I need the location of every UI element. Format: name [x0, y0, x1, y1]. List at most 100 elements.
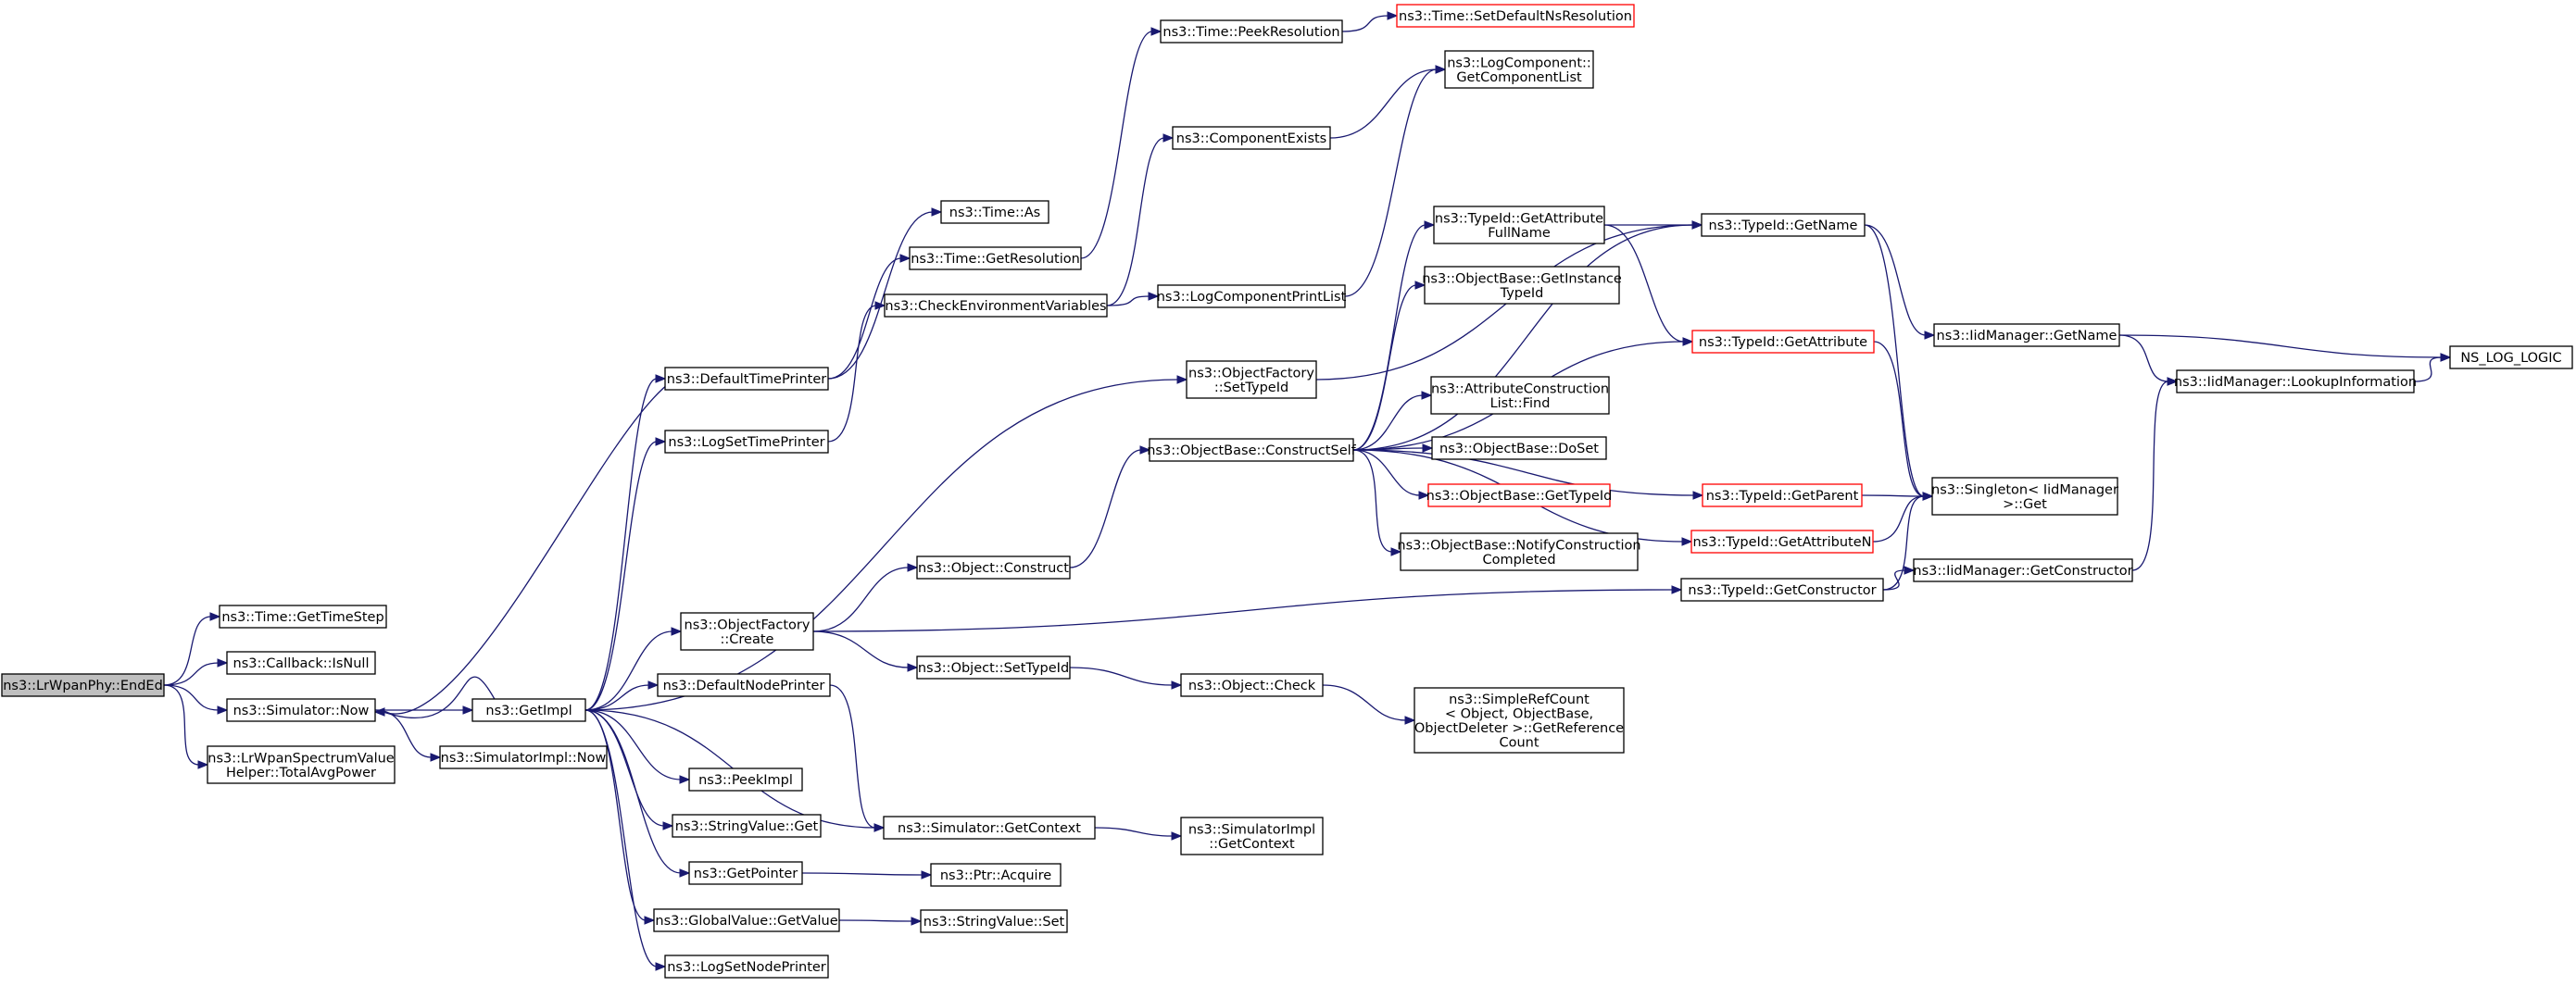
node-singletonGet[interactable]: ns3::Singleton< IidManager>::Get: [1931, 477, 2118, 516]
node-box: [1933, 323, 2120, 347]
call-edge: [1352, 449, 1421, 496]
node-label: < Object, ObjectBase,: [1445, 706, 1593, 721]
node-label: ns3::SimulatorImpl::Now: [441, 751, 607, 766]
node-defaultTimePrinter[interactable]: ns3::DefaultTimePrinter: [664, 367, 829, 391]
call-edge: [2131, 381, 2169, 571]
node-iidManagerGetConstructor[interactable]: ns3::IidManager::GetConstructor: [1913, 558, 2133, 582]
node-simImplNow[interactable]: ns3::SimulatorImpl::Now: [439, 745, 608, 769]
arrow-head-icon: [921, 870, 933, 880]
node-stringValueGet[interactable]: ns3::StringValue::Get: [672, 814, 822, 838]
call-edge: [1329, 69, 1438, 139]
node-constructSelf[interactable]: ns3::ObjectBase::ConstructSelf: [1147, 438, 1357, 462]
node-objectSetTypeId[interactable]: ns3::Object::SetTypeId: [916, 655, 1071, 680]
node-label: Completed: [1482, 553, 1555, 568]
node-getPointer[interactable]: ns3::GetPointer: [688, 861, 803, 885]
node-peekImpl[interactable]: ns3::PeekImpl: [688, 768, 803, 792]
node-box: [1424, 266, 1620, 305]
node-label: ns3::ObjectFactory: [685, 618, 810, 632]
node-label: ns3::LogSetTimePrinter: [668, 435, 824, 450]
node-typeIdGetParent[interactable]: ns3::TypeId::GetParent: [1702, 483, 1863, 507]
arrow-head-icon: [1421, 391, 1433, 400]
arrow-head-icon: [1390, 547, 1402, 556]
call-edge: [827, 305, 877, 443]
call-edge: [1352, 224, 1426, 451]
arrow-head-icon: [217, 658, 229, 668]
call-edge: [584, 709, 682, 874]
call-edge: [1352, 224, 1694, 451]
call-edge: [838, 919, 913, 922]
node-objBaseNotifyConstructionCompleted[interactable]: ns3::ObjectBase::NotifyConstructionCompl…: [1397, 532, 1641, 571]
node-box: [653, 908, 840, 932]
call-edge: [1864, 224, 1925, 497]
call-edge: [383, 371, 715, 715]
node-globalValueGetValue[interactable]: ns3::GlobalValue::GetValue: [653, 908, 840, 932]
arrow-head-icon: [662, 821, 674, 830]
node-timeGetResolution[interactable]: ns3::Time::GetResolution: [909, 246, 1082, 270]
node-logSetNodePrinter[interactable]: ns3::LogSetNodePrinter: [664, 955, 829, 979]
node-objFactoryCreate[interactable]: ns3::ObjectFactory::Create: [680, 612, 814, 651]
call-edge: [1341, 15, 1389, 32]
call-edge: [1069, 449, 1142, 568]
node-endEd[interactable]: ns3::LrWpanPhy::EndEd: [1, 673, 165, 697]
node-defaultNodePrinter[interactable]: ns3::DefaultNodePrinter: [657, 673, 831, 697]
node-box: [664, 430, 829, 454]
node-typeIdGetAttribute[interactable]: ns3::TypeId::GetAttribute: [1691, 330, 1875, 354]
call-edge: [2118, 334, 2169, 382]
arrow-head-icon: [1414, 281, 1426, 290]
node-box: [688, 768, 803, 792]
node-simpleRefCount[interactable]: ns3::SimpleRefCount< Object, ObjectBase,…: [1414, 687, 1625, 754]
node-label: ns3::LrWpanPhy::EndEd: [3, 679, 163, 693]
node-label: ns3::LogComponentPrintList: [1157, 290, 1347, 305]
node-logCompGetList[interactable]: ns3::LogComponent::GetComponentList: [1444, 50, 1594, 89]
node-totalAvgPower[interactable]: ns3::LrWpanSpectrumValueHelper::TotalAvg…: [207, 745, 396, 784]
node-label: GetComponentList: [1456, 70, 1582, 85]
node-typeIdGetName[interactable]: ns3::TypeId::GetName: [1701, 213, 1866, 237]
node-objFactorySetTypeId[interactable]: ns3::ObjectFactory::SetTypeId: [1186, 360, 1317, 399]
node-iidManagerLookupInfo[interactable]: ns3::IidManager::LookupInformation: [2174, 369, 2417, 393]
node-box: [2449, 345, 2573, 369]
node-cbIsNull[interactable]: ns3::Callback::IsNull: [226, 651, 376, 675]
arrow-head-icon: [899, 254, 911, 263]
node-simGetContext[interactable]: ns3::Simulator::GetContext: [883, 816, 1096, 840]
node-label: ns3::SimulatorImpl: [1188, 822, 1315, 837]
node-label: ns3::StringValue::Get: [675, 819, 819, 834]
node-simNow[interactable]: ns3::Simulator::Now: [226, 698, 376, 722]
node-box: [1690, 530, 1874, 554]
node-checkEnvVars[interactable]: ns3::CheckEnvironmentVariables: [884, 293, 1108, 318]
arrow-head-icon: [1422, 443, 1434, 453]
node-typeIdGetAttributeN[interactable]: ns3::TypeId::GetAttributeN: [1690, 530, 1874, 554]
node-objBaseDoSet[interactable]: ns3::ObjectBase::DoSet: [1431, 436, 1607, 460]
call-edge: [1352, 449, 1393, 553]
arrow-head-icon: [1924, 331, 1936, 340]
node-nsLogLogic[interactable]: NS_LOG_LOGIC: [2449, 345, 2573, 369]
node-stringValueSet[interactable]: ns3::StringValue::Set: [920, 909, 1068, 933]
node-label: ns3::IidManager::GetConstructor: [1913, 564, 2132, 579]
node-logComponentPrintList[interactable]: ns3::LogComponentPrintList: [1157, 284, 1347, 308]
node-objectCheck[interactable]: ns3::Object::Check: [1180, 673, 1324, 697]
node-timePeekResolution[interactable]: ns3::Time::PeekResolution: [1160, 19, 1343, 44]
node-ptrAcquire[interactable]: ns3::Ptr::Acquire: [930, 863, 1062, 887]
node-objectConstruct[interactable]: ns3::Object::Construct: [916, 555, 1071, 580]
node-timeSetDefaultNsRes[interactable]: ns3::Time::SetDefaultNsResolution: [1396, 4, 1635, 28]
node-timeAs[interactable]: ns3::Time::As: [940, 200, 1049, 224]
node-objBaseGetTypeId[interactable]: ns3::ObjectBase::GetTypeId: [1426, 483, 1613, 507]
node-typeIdGetConstructor[interactable]: ns3::TypeId::GetConstructor: [1680, 578, 1884, 602]
node-label: ns3::Simulator::GetContext: [898, 821, 1081, 836]
arrow-head-icon: [1904, 566, 1916, 575]
node-logSetTimePrinter[interactable]: ns3::LogSetTimePrinter: [664, 430, 829, 454]
node-simImplGetContext[interactable]: ns3::SimulatorImpl::GetContext: [1180, 817, 1324, 855]
node-iidManagerGetName[interactable]: ns3::IidManager::GetName: [1933, 323, 2120, 347]
node-componentExists[interactable]: ns3::ComponentExists: [1172, 126, 1331, 150]
node-getImpl[interactable]: ns3::GetImpl: [471, 698, 586, 722]
node-label: ns3::LogComponent::: [1447, 56, 1591, 70]
node-box: [1433, 206, 1605, 244]
node-box: [1160, 19, 1343, 44]
call-edge: [1872, 495, 1925, 543]
call-edge: [1873, 341, 1925, 497]
arrow-head-icon: [911, 917, 923, 926]
node-getTimeStep[interactable]: ns3::Time::GetTimeStep: [219, 605, 387, 629]
